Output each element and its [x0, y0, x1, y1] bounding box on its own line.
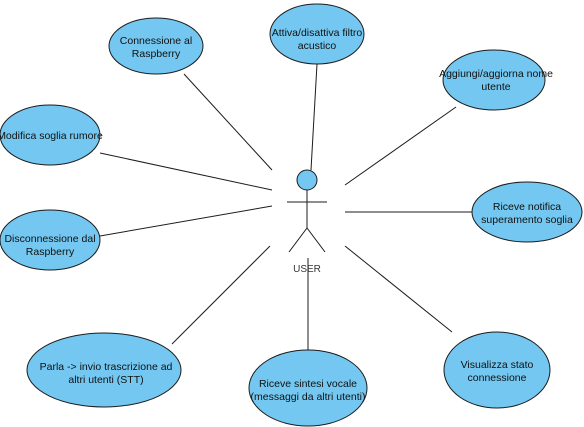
- usecase-notifica-line-2: superamento soglia: [481, 214, 573, 226]
- actor-user[interactable]: USER: [287, 169, 327, 275]
- usecase-stato-line-1: Visualizza stato: [461, 359, 534, 371]
- association-nome-utente: [344, 106, 457, 186]
- usecase-nome-utente-line-1: Aggiungi/aggiorna nome: [439, 68, 553, 80]
- usecase-sintesi-line-2: (messaggi da altri utenti): [251, 391, 366, 403]
- usecase-stato[interactable]: Visualizza stato connessione: [443, 331, 551, 409]
- association-disconnessione: [99, 205, 273, 237]
- usecase-disconnessione[interactable]: Disconnessione dal Raspberry: [0, 209, 101, 271]
- usecase-filtro-line-1: Attiva/disattiva filtro: [272, 27, 363, 39]
- associations: [99, 63, 472, 350]
- stick-figure-icon: [287, 169, 327, 253]
- usecase-filtro[interactable]: Attiva/disattiva filtro acustico: [269, 3, 365, 65]
- usecase-soglia[interactable]: Modifica soglia rumore: [0, 104, 103, 166]
- usecase-sintesi[interactable]: Riceve sintesi vocale (messaggi da altri…: [248, 349, 368, 427]
- usecase-connessione[interactable]: Connessione al Raspberry: [108, 17, 204, 75]
- association-connessione: [183, 73, 273, 171]
- association-filtro: [310, 63, 318, 171]
- usecase-connessione-line-1: Connessione al: [120, 35, 192, 47]
- usecase-stato-line-2: connessione: [468, 372, 527, 384]
- usecase-disconnessione-line-2: Raspberry: [26, 246, 75, 258]
- usecase-soglia-line-1: Modifica soglia rumore: [0, 130, 103, 142]
- usecase-nome-utente[interactable]: Aggiungi/aggiorna nome utente: [439, 49, 553, 111]
- usecase-filtro-line-2: acustico: [298, 40, 337, 52]
- usecase-nome-utente-line-2: utente: [481, 81, 510, 93]
- usecase-sintesi-line-1: Riceve sintesi vocale: [259, 378, 357, 390]
- association-stt: [171, 245, 271, 345]
- usecase-stt-line-1: Parla -> invio trascrizione ad: [40, 361, 173, 373]
- actor-label: USER: [293, 264, 321, 275]
- usecase-notifica[interactable]: Riceve notifica superamento soglia: [471, 181, 583, 243]
- association-stato: [344, 245, 453, 333]
- usecase-disconnessione-line-1: Disconnessione dal: [4, 233, 95, 245]
- usecase-stt[interactable]: Parla -> invio trascrizione ad altri ute…: [26, 332, 182, 408]
- usecase-connessione-line-2: Raspberry: [132, 48, 181, 60]
- usecase-notifica-line-1: Riceve notifica: [493, 201, 561, 213]
- usecase-stt-line-2: altri utenti (STT): [68, 374, 143, 386]
- association-soglia: [99, 152, 273, 191]
